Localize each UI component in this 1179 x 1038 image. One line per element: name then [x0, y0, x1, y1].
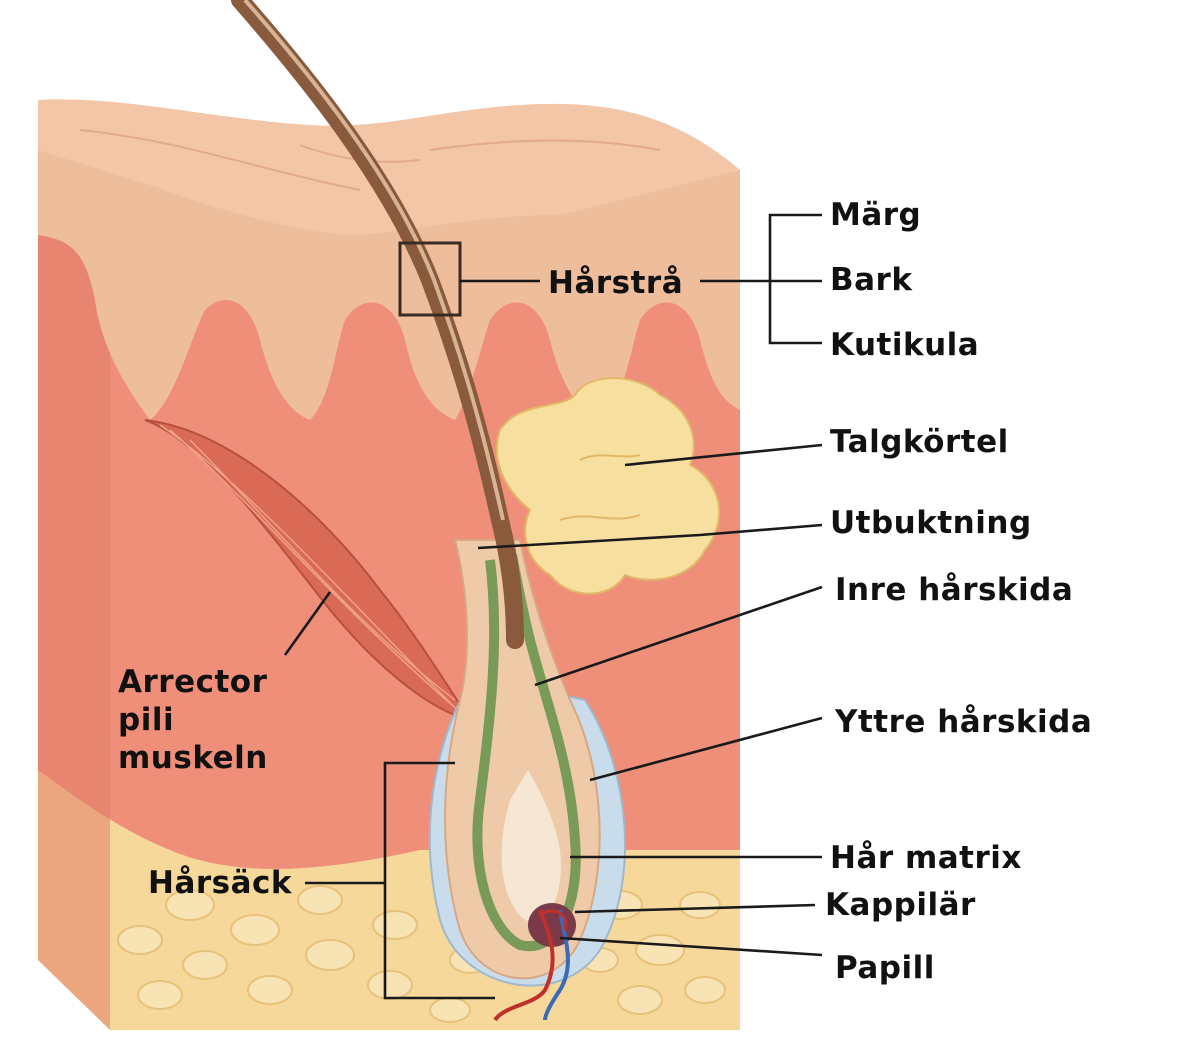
leader-yttre-harskida	[589, 716, 823, 782]
sebaceous-gland-lobes	[559, 454, 641, 521]
sebaceous-gland	[495, 377, 721, 595]
label-bark: Bark	[830, 262, 913, 298]
hair-matrix	[501, 770, 561, 922]
label-utbuktning: Utbuktning	[830, 505, 1032, 541]
label-marg: Märg	[830, 197, 921, 233]
capillary-red	[493, 909, 555, 1022]
label-talgkortel: Talgkörtel	[830, 424, 1009, 460]
label-har-matrix: Hår matrix	[830, 840, 1022, 876]
leader-papill	[559, 936, 823, 957]
hair-shaft-callout-box	[398, 241, 462, 317]
leader-utbuktning	[477, 523, 823, 550]
label-harstra: Hårstrå	[548, 265, 683, 301]
leader-inre-harskida	[534, 585, 823, 687]
leader-talgkortel	[624, 443, 823, 467]
label-arrector-line3: muskeln	[118, 740, 268, 776]
label-harsack: Hårsäck	[148, 865, 293, 901]
label-arrector-line2: pili	[118, 702, 174, 738]
hair-shaft-highlight	[243, 0, 505, 521]
labels: Märg Bark Kutikula Hårstrå Talgkörtel Ut…	[118, 197, 1092, 986]
dermis-side-face	[38, 100, 110, 1030]
label-inre-harskida: Inre hårskida	[835, 572, 1073, 608]
hair-shaft	[231, 0, 524, 649]
bracket-harsack	[383, 761, 495, 1000]
epidermis-layer	[38, 150, 740, 420]
bracket-marg-kutikula	[768, 213, 822, 345]
label-kutikula: Kutikula	[830, 327, 979, 363]
leader-lines	[283, 213, 823, 1000]
capillary-loop	[539, 909, 568, 931]
label-kappilar: Kappilär	[825, 887, 976, 923]
label-arrector-line1: Arrector	[118, 664, 268, 700]
capillary-blue	[543, 909, 570, 1021]
leader-arrector	[283, 591, 332, 656]
leader-kappilar	[574, 903, 816, 914]
muscle-fibers	[159, 424, 466, 719]
label-yttre-harskida: Yttre hårskida	[834, 704, 1092, 740]
label-papill: Papill	[835, 950, 935, 986]
skin-surface	[38, 99, 740, 235]
